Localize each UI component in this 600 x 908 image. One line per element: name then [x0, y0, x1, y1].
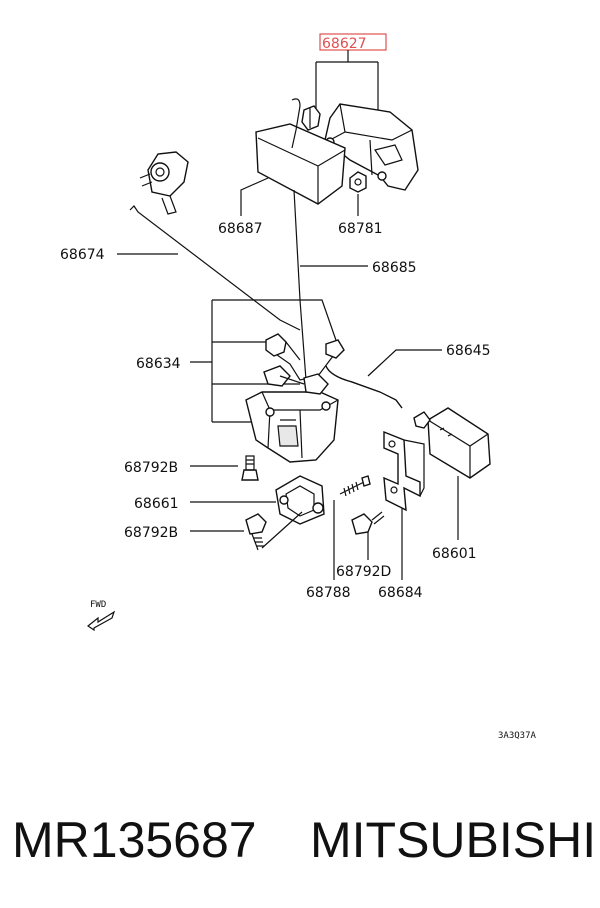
callout-68627[interactable]: 68627: [322, 36, 367, 52]
footer: MR135687 MITSUBISHI: [0, 800, 600, 880]
callout-68781[interactable]: 68781: [338, 221, 383, 237]
actuator-68601: [413, 407, 491, 479]
lock-cylinder: [139, 151, 189, 215]
pad-68687: [255, 123, 346, 205]
callout-68634[interactable]: 68634: [136, 356, 181, 372]
highlight-box-68627: [319, 33, 387, 51]
fwd-label: FWD: [90, 600, 106, 610]
callout-68687[interactable]: 68687: [218, 221, 263, 237]
rod-68674: [129, 205, 301, 331]
callout-68661[interactable]: 68661: [134, 496, 179, 512]
rod-68685: [293, 189, 307, 381]
leader-68645: [367, 349, 442, 377]
callout-68788[interactable]: 68788: [306, 585, 351, 601]
diagram-code: 3A3Q37A: [498, 731, 537, 741]
fwd-arrow-icon: [86, 610, 116, 632]
callout-68684[interactable]: 68684: [378, 585, 423, 601]
striker-68661: [275, 475, 325, 525]
callout-68792b-2[interactable]: 68792B: [124, 525, 178, 541]
parts-diagram: 68627 68687 68781 68674 68685: [60, 33, 537, 741]
leader-68634: [190, 299, 339, 423]
callout-68792d[interactable]: 68792D: [336, 564, 391, 580]
leader-68687: [240, 177, 269, 216]
part-number: MR135687: [12, 812, 257, 868]
callout-68601[interactable]: 68601: [432, 546, 477, 562]
leader-68627: [315, 50, 379, 118]
bolt-68792d: [351, 511, 385, 535]
callout-68685[interactable]: 68685: [372, 260, 417, 276]
bolt-68792b-lower: [245, 513, 267, 551]
brand-name: MITSUBISHI: [310, 812, 597, 868]
bracket-68684: [383, 430, 425, 512]
callout-68674[interactable]: 68674: [60, 247, 105, 263]
screw-68788: [339, 475, 371, 497]
bolt-68792b-upper: [241, 455, 259, 481]
latch-assembly: [245, 333, 345, 463]
callout-68645[interactable]: 68645: [446, 343, 491, 359]
rod-hook: [291, 98, 301, 149]
callout-68792b-1[interactable]: 68792B: [124, 460, 178, 476]
